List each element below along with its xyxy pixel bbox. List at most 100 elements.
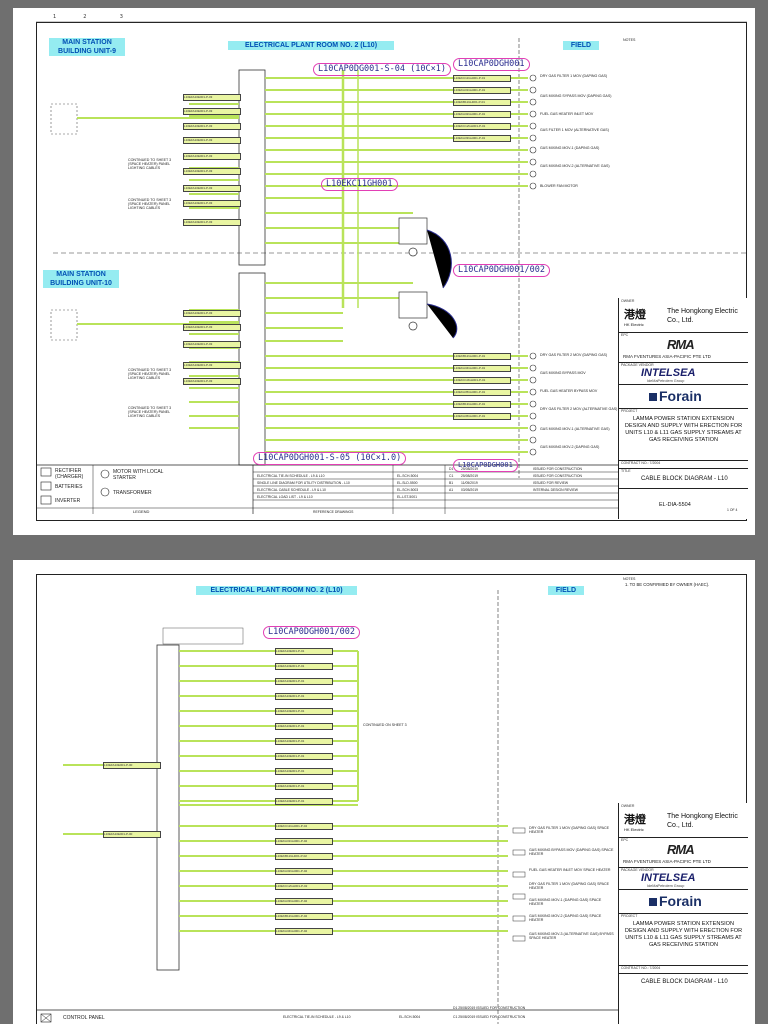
notes-caption: NOTES bbox=[623, 577, 636, 581]
title-block: OWNER 港燈 HK Electric The Hongkong Electr… bbox=[618, 298, 748, 519]
cable-tag: L10EKB11GH001-P-02 bbox=[275, 853, 333, 860]
cable-tag: L10EFA10E001-P-03 bbox=[183, 362, 241, 369]
field-device-label: FUEL GAS HEATER INLET MOV bbox=[540, 112, 594, 116]
cable-tag: L10EKA31GH001-P-02 bbox=[275, 838, 333, 845]
cable-tag: L10EFA10E001-P-03 bbox=[183, 153, 241, 160]
field-device-label: GAS MIXING MOV-1 (DAPING GAS) bbox=[540, 146, 600, 150]
title-block: OWNER 港燈 HK Electric The Hongkong Electr… bbox=[618, 803, 748, 1024]
drawing-frame bbox=[36, 574, 747, 1024]
cable-tag: L10EKA35GH001-P-01 bbox=[453, 389, 511, 396]
cable-tag: L10EFA10E001-P-01 bbox=[275, 783, 333, 790]
reference-number: EL-LST-5001 bbox=[397, 495, 417, 499]
reference-row: ELECTRICAL CABLE SCHEDULE - L9 & L10 bbox=[257, 488, 326, 492]
field-device-label: GAS MIXING SYPASS MOV (DAPING GAS) bbox=[540, 94, 612, 98]
handwritten-annotation: L10CAP0DGH001-S-05 (10C×1.0) bbox=[253, 452, 407, 465]
continued-note: CONTINUED ON SHEET 3 bbox=[363, 723, 407, 727]
cable-tag: L10EKC13GH001-P-01 bbox=[453, 377, 511, 384]
rma-logo: RMA bbox=[667, 842, 695, 857]
sheet-number: 1 OF 4 bbox=[727, 508, 738, 512]
space-heater-label: GAS MIXING BYPASS MOV (DAPING GAS) SPACE… bbox=[529, 848, 614, 856]
intelsea-subtitle: IdeMaPetrolem Group bbox=[647, 884, 685, 888]
field-device-label: GAS MIXING MOV-1 (ALTERNATIVE GAS) bbox=[540, 427, 610, 431]
epc-caption: EPC bbox=[621, 838, 629, 842]
hk-electric-logo: 港燈 HK Electric bbox=[624, 309, 646, 327]
cable-tag: L10EFA10E001-P-03 bbox=[183, 219, 241, 226]
reference-number: EL-SLD-5500 bbox=[397, 481, 418, 485]
cable-tag: L10EKA33GH001-P-01 bbox=[453, 135, 511, 142]
revision-rev: C1 bbox=[449, 474, 454, 478]
column-ruler: 1 2 3 bbox=[53, 14, 123, 20]
field-device-label: BLOWER FAN MOTOR bbox=[540, 184, 578, 188]
handwritten-annotation: L10CAP0DGH001/002 bbox=[453, 264, 550, 277]
cable-tag: L10EFA10E001-P-01 bbox=[275, 738, 333, 745]
cable-tag: L10EFA10E001-P-01 bbox=[275, 798, 333, 805]
cable-tag: L10EKC12GH001-P-01 bbox=[453, 123, 511, 130]
space-heater-label: FUEL GAS HEATER INLET MOV SPACE HEATER bbox=[529, 868, 611, 872]
drawing-title: CABLE BLOCK DIAGRAM - L10 bbox=[641, 476, 728, 482]
reference-caption: REFERENCE DRAWINGS bbox=[313, 510, 354, 514]
revision-rev: D1 bbox=[449, 467, 454, 471]
cable-tag: L10EFA10E001-P-01 bbox=[275, 678, 333, 685]
rma-logo: RMA bbox=[667, 337, 695, 352]
legend-caption: LEGEND bbox=[133, 509, 150, 514]
cable-tag: L10EFA10E001-P-01 bbox=[275, 753, 333, 760]
cable-tag: L10EFA10E001-P-03 bbox=[183, 310, 241, 317]
cable-tag: L10EFA10E001-P-03 bbox=[183, 324, 241, 331]
cable-tag: L10EFA10E001-P-01 bbox=[275, 723, 333, 730]
field-device-label: GAS MIXING MOV-2 (DAPING GAS) bbox=[540, 445, 600, 449]
cable-tag: L10EKA33GH001-P-02 bbox=[275, 898, 333, 905]
legend-rectifier: RECTIFIER (CHARGER) bbox=[55, 468, 84, 480]
notes-caption: NOTES bbox=[623, 38, 636, 42]
cable-tag: L10EFA10E001-P-01 bbox=[275, 768, 333, 775]
rma-subtitle: RMA FVENTURES ASIA-PACIFIC PTE LTD bbox=[623, 859, 711, 864]
field-device-label: GAS MIXING MOV-2 (ALTERNATIVE GAS) bbox=[540, 164, 610, 168]
legend-transformer: TRANSFORMER bbox=[113, 490, 152, 496]
reference-row: ELECTRICAL TIE-IN SCHEDULE - L9 & L10 bbox=[257, 474, 325, 478]
cable-tag: L10EKA31GH001-P-01 bbox=[453, 87, 511, 94]
rma-subtitle: RMA FVENTURES ASIA-PACIFIC PTE LTD bbox=[623, 354, 711, 359]
reference-row: SINGLE LINE DIAGRAM FOR UTILITY DISTRIBU… bbox=[257, 481, 350, 485]
cable-tag: L10EFA10E001-P-03 bbox=[183, 137, 241, 144]
space-heater-label: GAS MIXING MOV-2 (DAPING GAS) SPACE HEAT… bbox=[529, 914, 602, 922]
reference-row: ELECTRICAL LOAD LIST - L9 & L10 bbox=[257, 495, 313, 499]
drawing-number: EL-DIA-5504 bbox=[659, 502, 691, 508]
revision-date: 03/05/2019 bbox=[461, 488, 478, 492]
plant-room-label: ELECTRICAL PLANT ROOM NO. 2 (L10) bbox=[228, 41, 394, 50]
plant-room-label: ELECTRICAL PLANT ROOM NO. 2 (L10) bbox=[196, 586, 357, 595]
owner-caption: OWNER bbox=[621, 804, 635, 808]
cable-tag: L10EFA10E001-P-03 bbox=[183, 185, 241, 192]
project-caption: PROJECT bbox=[621, 914, 638, 918]
handwritten-annotation: L10CAP0DGH001 bbox=[453, 459, 518, 472]
intelsea-logo: INTELSEA bbox=[641, 872, 696, 884]
field-device-label: DRY GAS FILTER 2 MOV (DAPING GAS) bbox=[540, 353, 608, 357]
field-device-label: FUEL GAS HEATER BYPASS MOV bbox=[540, 389, 598, 393]
cable-tag: L10EFA10E001-P-03 bbox=[183, 94, 241, 101]
cable-tag: L10EFA10E001-P-03 bbox=[183, 341, 241, 348]
contract-number: CONTRACT NO.: 7/2004 bbox=[621, 461, 661, 465]
cable-tag: L10EFA10E001-P-01 bbox=[275, 708, 333, 715]
field-device-label: GAS MIXING BYPASS MOV bbox=[540, 371, 586, 375]
reference-row: ELECTRICAL TIE-IN SCHEDULE - L9 & L10 bbox=[283, 1015, 351, 1019]
intelsea-logo: INTELSEA bbox=[641, 367, 696, 379]
cable-tag: L10EKC11GH001-P-01 bbox=[453, 75, 511, 82]
reference-number: EL-SCH-5004 bbox=[397, 474, 419, 478]
field-label: FIELD bbox=[563, 41, 599, 50]
project-title: LAMMA POWER STATION EXTENSION DESIGN AND… bbox=[624, 921, 743, 948]
cable-tag: L10EFA10E001-P-03 bbox=[183, 378, 241, 385]
revision-status: ISSUED FOR CONSTRUCTION bbox=[533, 474, 582, 478]
revision-rev: B1 bbox=[449, 481, 454, 485]
package-caption: PACKAGE VENDOR bbox=[621, 868, 654, 872]
owner-name: The Hongkong Electric Co., Ltd. bbox=[667, 813, 738, 829]
main-station-unit9-label: MAIN STATION BUILDING UNIT-9 bbox=[49, 38, 125, 56]
cable-tag: L10EKB11GH001-P-01 bbox=[453, 99, 511, 106]
wiring-lines bbox=[36, 590, 618, 1024]
handwritten-annotation: L10EKC11GH001 bbox=[321, 178, 398, 191]
revision-date: 25/08/2019 bbox=[461, 467, 478, 471]
drawing-title: CABLE BLOCK DIAGRAM - L10 bbox=[641, 979, 728, 985]
cable-tag: L10EKB13GH001-P-01 bbox=[453, 401, 511, 408]
cable-tag: L10EKB12GH001-P-02 bbox=[275, 913, 333, 920]
revision-status: INTERNAL DESIGN REVIEW bbox=[533, 488, 578, 492]
forain-logo: Forain bbox=[649, 893, 702, 909]
cable-tag: L10EFA10E001-P-03 bbox=[183, 200, 241, 207]
field-device-label: DRY GAS FILTER 2 MOV (ALTERNATIVE GAS) bbox=[540, 407, 618, 411]
